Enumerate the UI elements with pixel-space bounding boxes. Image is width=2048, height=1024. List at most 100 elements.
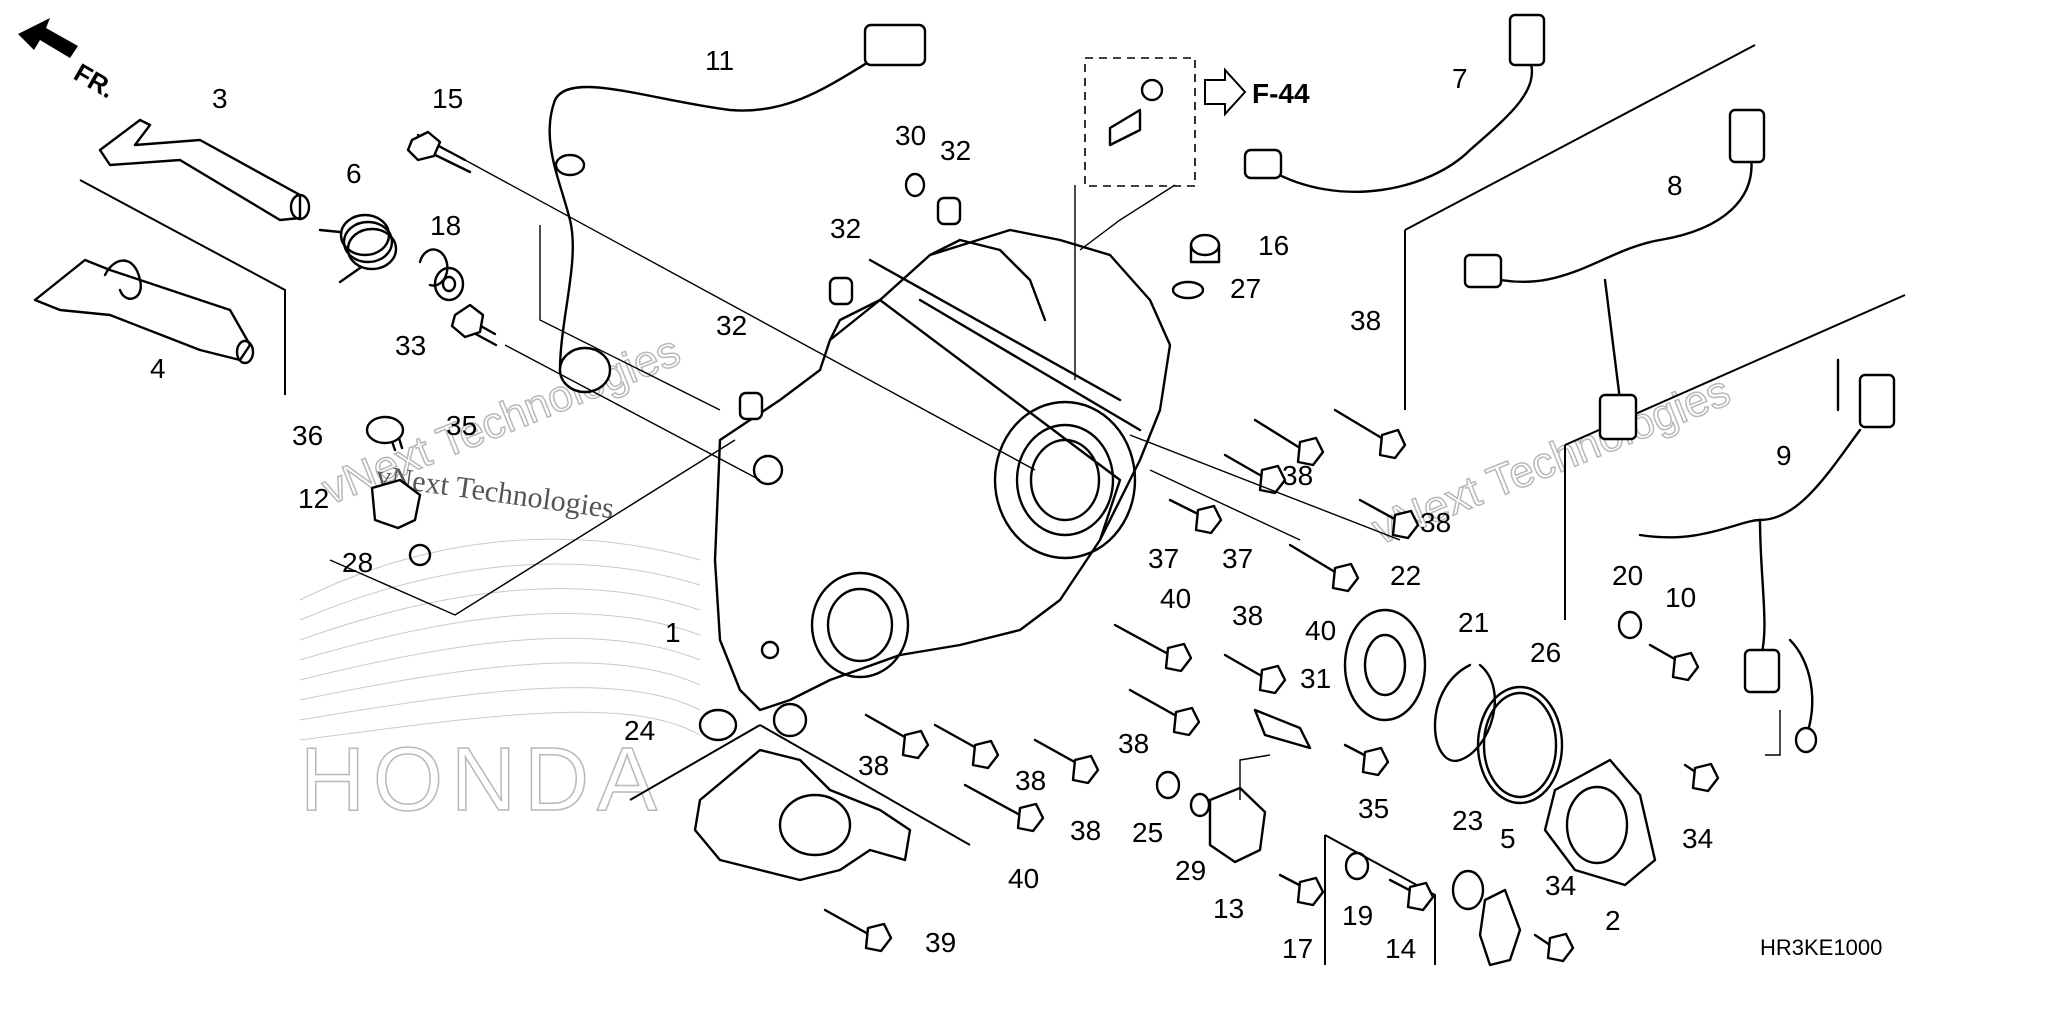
callout-32-top: 32 — [940, 135, 971, 166]
collar-30 — [904, 172, 926, 198]
callout-15: 15 — [432, 83, 463, 114]
callout-35-right: 35 — [1358, 793, 1389, 824]
callout-38-b: 38 — [1282, 460, 1313, 491]
spring-clip-31 — [1253, 708, 1312, 750]
callout-2: 2 — [1605, 905, 1621, 936]
callout-38-d: 38 — [1232, 600, 1263, 631]
callout-19: 19 — [1342, 900, 1373, 931]
bearing — [1343, 608, 1427, 722]
callout-39: 39 — [925, 927, 956, 958]
callout-5: 5 — [1500, 823, 1516, 854]
callout-34-bottom: 34 — [1545, 870, 1576, 901]
callout-38-c: 38 — [1420, 507, 1451, 538]
callout-38-g: 38 — [1015, 765, 1046, 796]
callout-10: 10 — [1665, 582, 1696, 613]
honda-logo-text: HONDA — [300, 730, 665, 830]
washer-19 — [1344, 851, 1370, 881]
callout-17: 17 — [1282, 933, 1313, 964]
callout-18: 18 — [430, 210, 461, 241]
callout-30: 30 — [895, 120, 926, 151]
wire-harness-7 — [1243, 13, 1546, 193]
callout-38-h: 38 — [1070, 815, 1101, 846]
dowel-32-c — [738, 391, 764, 421]
callout-9: 9 — [1776, 440, 1792, 471]
bracket-5 — [1478, 888, 1522, 967]
callout-numbers: 3 6 4 15 11 18 33 35 36 12 28 30 32 32 3… — [150, 45, 1792, 964]
callout-40-b: 40 — [1305, 615, 1336, 646]
crankcase-cover — [713, 228, 1172, 738]
bolt-35-left — [450, 303, 498, 347]
circlip — [418, 248, 449, 287]
snap-ring — [1433, 663, 1497, 762]
wire-harness-11 — [548, 23, 927, 394]
callout-36: 36 — [292, 420, 323, 451]
front-label: FR. — [69, 57, 120, 104]
callout-23: 23 — [1452, 805, 1483, 836]
plug-16 — [1189, 233, 1221, 264]
callout-38-a: 38 — [1350, 305, 1381, 336]
seal-23 — [1451, 869, 1485, 911]
callout-37-a: 37 — [1148, 543, 1179, 574]
washer — [433, 266, 465, 302]
callout-21: 21 — [1458, 607, 1489, 638]
o-ring-27 — [1171, 280, 1205, 300]
washer-29 — [1189, 792, 1211, 818]
callout-37-b: 37 — [1222, 543, 1253, 574]
leader-lines — [329, 159, 1781, 800]
honda-logo-watermark: HONDA — [299, 538, 701, 831]
callout-1: 1 — [665, 617, 681, 648]
callout-16: 16 — [1258, 230, 1289, 261]
seal-24 — [698, 708, 738, 742]
lower-case-section — [693, 748, 912, 882]
callout-3: 3 — [212, 83, 228, 114]
speed-sensor — [370, 478, 432, 567]
front-direction-arrow-icon: FR. — [18, 18, 120, 104]
gearshift-spindle — [33, 258, 255, 365]
callout-25: 25 — [1132, 817, 1163, 848]
callout-40-c: 40 — [1008, 863, 1039, 894]
callout-12: 12 — [298, 483, 329, 514]
callout-32-mid: 32 — [830, 213, 861, 244]
callout-34-right: 34 — [1682, 823, 1713, 854]
cover-plate — [1543, 758, 1657, 887]
callout-8: 8 — [1667, 170, 1683, 201]
callout-6: 6 — [346, 158, 362, 189]
callout-20: 20 — [1612, 560, 1643, 591]
washer-25 — [1155, 770, 1181, 800]
sensor-13 — [1208, 786, 1267, 864]
callout-31: 31 — [1300, 663, 1331, 694]
wire-harness-8 — [1463, 108, 1766, 441]
callout-4: 4 — [150, 353, 166, 384]
callout-27: 27 — [1230, 273, 1261, 304]
callout-13: 13 — [1213, 893, 1244, 924]
o-ring-26 — [1476, 685, 1564, 805]
callout-26: 26 — [1530, 637, 1561, 668]
dowel-32-b — [828, 276, 854, 306]
callout-35-left: 35 — [446, 410, 477, 441]
washer-20 — [1617, 610, 1643, 640]
reference-label-f44: F-44 — [1252, 78, 1310, 109]
callout-24: 24 — [624, 715, 655, 746]
diagram-code: HR3KE1000 — [1760, 935, 1882, 960]
callout-38-f: 38 — [858, 750, 889, 781]
callout-33: 33 — [395, 330, 426, 361]
reference-box: F-44 — [1084, 57, 1310, 187]
bolt-36 — [365, 415, 405, 452]
group-divider-lines — [79, 44, 1906, 965]
return-spring — [318, 213, 398, 284]
callout-40-a: 40 — [1160, 583, 1191, 614]
callout-29: 29 — [1175, 855, 1206, 886]
dowel-32-a — [936, 196, 962, 226]
callout-38-e: 38 — [1118, 728, 1149, 759]
long-bolts — [823, 408, 1720, 963]
callout-11: 11 — [705, 45, 734, 76]
bolt-15 — [406, 130, 472, 174]
wire-harness-9 — [1638, 358, 1896, 754]
callout-14: 14 — [1385, 933, 1416, 964]
callout-7: 7 — [1452, 63, 1468, 94]
callout-32-low: 32 — [716, 310, 747, 341]
shift-shaft — [98, 118, 311, 222]
callout-22: 22 — [1390, 560, 1421, 591]
callout-28: 28 — [342, 547, 373, 578]
